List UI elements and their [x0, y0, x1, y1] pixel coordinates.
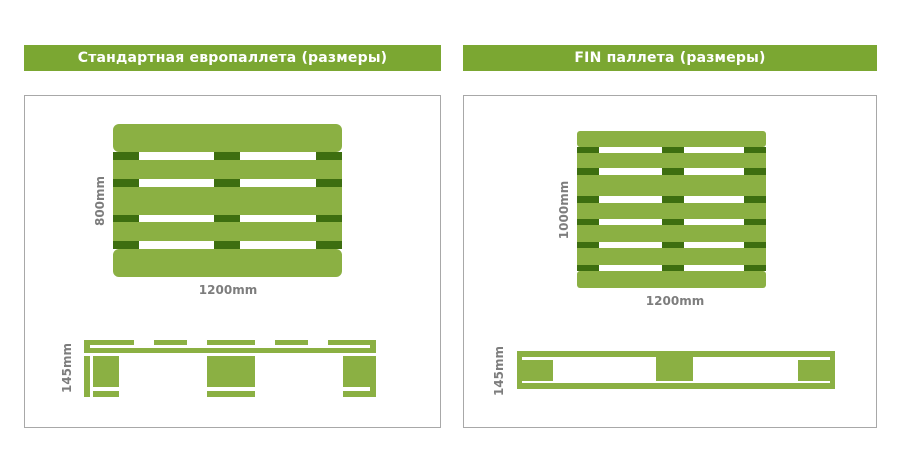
- euro-block: [113, 179, 139, 187]
- fin-board: [577, 271, 766, 288]
- euro-side-bottom: [343, 391, 370, 397]
- euro-board: [113, 187, 342, 215]
- fin-pallet-top-view: [577, 131, 766, 288]
- fin-side-board: [517, 351, 835, 357]
- fin-block: [577, 219, 599, 225]
- euro-block: [316, 241, 342, 249]
- fin-side-block: [656, 357, 693, 381]
- fin-side-bottom: [517, 383, 835, 389]
- fin-block: [744, 265, 766, 271]
- euro-height-label: 145mm: [60, 343, 74, 393]
- euro-side-board: [275, 340, 308, 345]
- euro-block: [113, 215, 139, 222]
- euro-side-block: [207, 356, 255, 387]
- euro-side-board: [207, 340, 255, 345]
- fin-board: [577, 175, 766, 196]
- fin-block: [662, 219, 684, 225]
- euro-side-stringer: [84, 348, 376, 353]
- euro-width-label: 1200mm: [199, 283, 257, 297]
- euro-side-post: [370, 356, 376, 397]
- fin-block: [744, 196, 766, 203]
- fin-width-label: 1200mm: [646, 294, 704, 308]
- fin-block: [577, 242, 599, 248]
- fin-block: [744, 219, 766, 225]
- euro-pallet-title: Стандартная европаллета (размеры): [77, 50, 388, 66]
- fin-block: [577, 147, 599, 153]
- fin-block: [662, 147, 684, 153]
- fin-height-label: 145mm: [492, 346, 506, 396]
- euro-block: [316, 152, 342, 160]
- fin-block: [662, 168, 684, 175]
- fin-block: [744, 147, 766, 153]
- fin-side-block: [798, 360, 830, 381]
- fin-block: [662, 265, 684, 271]
- euro-pallet-side-view: [84, 340, 376, 397]
- euro-block: [113, 241, 139, 249]
- fin-side-block: [522, 360, 553, 381]
- euro-pallet-top-view: [113, 124, 342, 277]
- euro-side-bottom: [207, 391, 255, 397]
- fin-block: [744, 242, 766, 248]
- fin-board: [577, 225, 766, 242]
- euro-side-board: [84, 340, 90, 353]
- euro-block: [214, 152, 240, 160]
- euro-board: [113, 249, 342, 277]
- fin-board: [577, 203, 766, 219]
- euro-board: [113, 160, 342, 179]
- fin-board: [577, 131, 766, 147]
- fin-block: [577, 168, 599, 175]
- euro-block: [214, 241, 240, 249]
- fin-pallet-title: FIN паллета (размеры): [574, 50, 766, 66]
- euro-side-board: [370, 340, 376, 353]
- fin-block: [577, 265, 599, 271]
- euro-block: [214, 179, 240, 187]
- euro-side-post: [84, 356, 90, 397]
- euro-side-block: [93, 356, 119, 387]
- euro-block: [316, 179, 342, 187]
- euro-side-board: [84, 340, 134, 345]
- fin-block: [577, 196, 599, 203]
- fin-side-post: [830, 351, 835, 389]
- euro-depth-label: 800mm: [93, 176, 107, 226]
- fin-board: [577, 153, 766, 168]
- fin-pallet-header: FIN паллета (размеры): [463, 45, 877, 71]
- euro-block: [214, 215, 240, 222]
- fin-block: [662, 242, 684, 248]
- fin-board: [577, 248, 766, 265]
- fin-pallet-side-view: [517, 351, 835, 389]
- euro-side-block: [343, 356, 370, 387]
- fin-block: [662, 196, 684, 203]
- fin-side-post: [517, 351, 522, 389]
- euro-side-board: [154, 340, 187, 345]
- euro-block: [316, 215, 342, 222]
- fin-block: [744, 168, 766, 175]
- euro-pallet-header: Стандартная европаллета (размеры): [24, 45, 441, 71]
- fin-depth-label: 1000mm: [557, 181, 571, 239]
- euro-block: [113, 152, 139, 160]
- euro-side-bottom: [93, 391, 119, 397]
- euro-side-board: [328, 340, 376, 345]
- euro-board: [113, 222, 342, 241]
- euro-board: [113, 124, 342, 152]
